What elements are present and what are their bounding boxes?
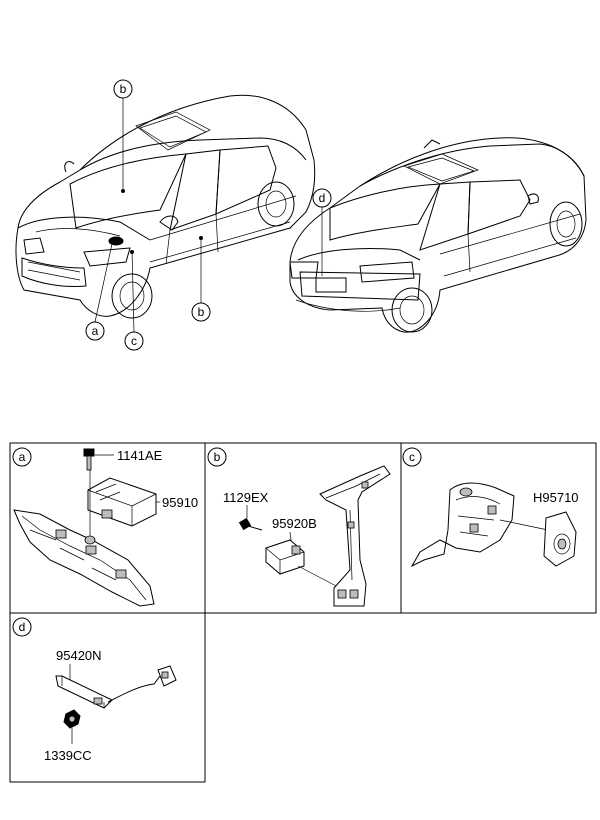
part-label-1141ae: 1141AE [117,448,163,463]
front-crash-sensor-h95710 [543,511,577,567]
part-label-1339cc: 1339CC [44,748,92,763]
b-pillar [319,465,391,607]
side-impact-sensor-95920b [265,539,305,575]
front-panel-housing [410,482,515,568]
front-car-illustration: b a c b [15,79,316,351]
parts-panel-grid [9,442,597,783]
part-label-h95710: H95710 [533,490,579,505]
panel-b-tag: b [214,450,221,464]
bolt-1141ae [83,448,95,471]
panel-a: a 1141AE 95910 [12,447,198,607]
callout-d: d [319,191,326,205]
callout-a: a [92,324,99,338]
panel-c-tag: c [409,450,415,464]
panel-c: c H95710 [402,447,579,568]
panel-d-tag: d [19,620,26,634]
nut-1339cc [63,709,81,729]
callout-b-top: b [120,82,127,96]
part-label-95420n: 95420N [56,648,102,663]
floor-bracket [13,509,155,607]
part-label-95920b: 95920B [272,516,317,531]
panel-d: d 95420N 1339CC [12,617,177,763]
screw-1129ex [238,517,263,531]
callout-c: c [131,334,137,348]
panel-a-tag: a [19,450,26,464]
part-label-95910: 95910 [162,495,198,510]
panel-b: b 1129EX 95920B [207,447,391,607]
part-label-1129ex: 1129EX [223,490,269,505]
sensor-bracket-95420n [55,665,177,709]
airbag-control-module-95910 [87,477,157,527]
callout-b-bottom: b [198,305,205,319]
rear-car-illustration: d [289,137,587,333]
